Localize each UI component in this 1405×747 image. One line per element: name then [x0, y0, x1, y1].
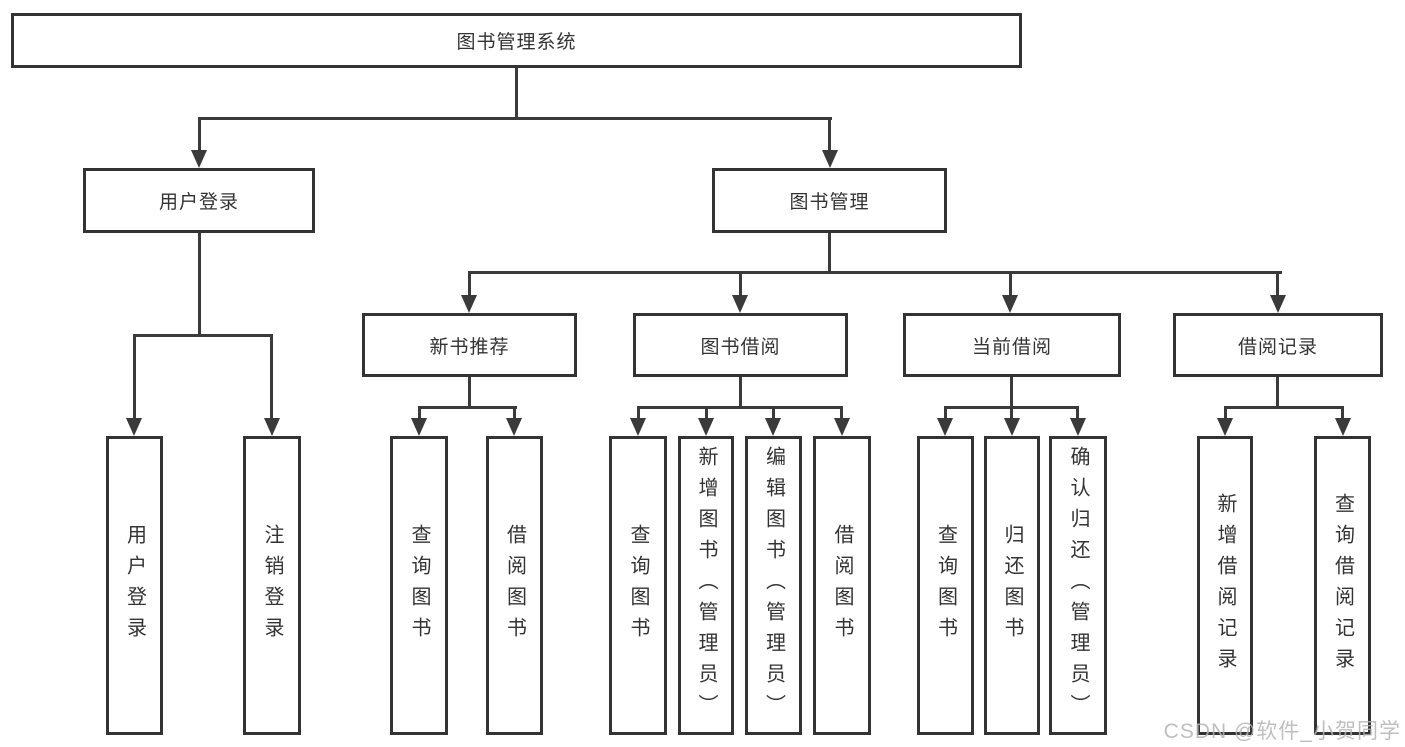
connector-line	[270, 334, 273, 420]
node-borrowing-records: 借阅记录	[1173, 313, 1383, 377]
node-book-borrowing: 图书借阅	[633, 313, 848, 377]
connector-line	[133, 334, 136, 420]
leaf-records-add-record: 新增借阅记录	[1197, 436, 1253, 735]
node-current-borrowing: 当前借阅	[903, 313, 1121, 377]
node-root: 图书管理系统	[11, 13, 1022, 68]
arrow-down-icon	[822, 150, 838, 168]
arrow-down-icon	[937, 418, 953, 436]
connector-line	[1009, 271, 1012, 298]
connector-line	[772, 406, 775, 420]
leaf-rec-borrow-books-label: 借阅图书	[503, 523, 526, 648]
connector-line	[133, 334, 273, 337]
arrow-down-icon	[411, 418, 427, 436]
arrow-down-icon	[630, 418, 646, 436]
connector-line	[513, 406, 516, 420]
connector-line	[468, 271, 471, 298]
arrow-down-icon	[506, 418, 522, 436]
connector-line	[828, 117, 831, 153]
leaf-current-confirm-return-admin-label: 确认归还（管理员）	[1067, 446, 1089, 725]
connector-line	[198, 233, 201, 337]
connector-line	[468, 271, 1282, 274]
connector-line	[418, 406, 517, 409]
node-user-login-label: 用户登录	[158, 192, 239, 213]
connector-line	[1341, 406, 1344, 420]
node-user-login: 用户登录	[83, 168, 315, 233]
csdn-watermark: CSDN @软件_小贺同学	[1163, 720, 1401, 743]
leaf-borrow-borrow-books-label: 借阅图书	[831, 523, 853, 648]
arrow-down-icon	[765, 418, 781, 436]
leaf-records-query-record-label: 查询借阅记录	[1331, 492, 1354, 679]
leaf-borrow-edit-books-admin: 编辑图书（管理员）	[745, 436, 802, 735]
connector-line	[739, 271, 742, 298]
arrow-down-icon	[1002, 295, 1018, 313]
leaf-logout: 注销登录	[243, 436, 301, 735]
leaf-records-query-record: 查询借阅记录	[1314, 436, 1371, 735]
connector-line	[1276, 271, 1279, 298]
leaf-borrow-edit-books-admin-label: 编辑图书（管理员）	[762, 446, 785, 725]
leaf-rec-query-books-label: 查询图书	[408, 523, 430, 648]
connector-line	[198, 117, 201, 153]
connector-line	[1010, 377, 1013, 408]
arrow-down-icon	[1217, 418, 1233, 436]
arrow-down-icon	[1004, 418, 1020, 436]
leaf-current-return-books: 归还图书	[984, 436, 1040, 735]
connector-line	[468, 377, 471, 408]
arrow-down-icon	[1335, 418, 1351, 436]
leaf-borrow-add-books-admin-label: 新增图书（管理员）	[695, 446, 717, 725]
node-new-book-recommend-label: 新书推荐	[429, 336, 510, 358]
node-root-label: 图书管理系统	[456, 32, 577, 53]
connector-line	[828, 233, 831, 273]
arrow-down-icon	[191, 150, 207, 168]
connector-line	[705, 406, 708, 420]
connector-line	[739, 377, 742, 408]
arrow-down-icon	[834, 418, 850, 436]
node-book-management: 图书管理	[712, 168, 947, 233]
connector-line	[418, 406, 421, 420]
connector-line	[840, 406, 843, 420]
leaf-borrow-borrow-books: 借阅图书	[813, 436, 871, 735]
connector-line	[515, 68, 518, 120]
arrow-down-icon	[698, 418, 714, 436]
connector-line	[1224, 406, 1344, 409]
leaf-borrow-query-books-label: 查询图书	[627, 523, 649, 648]
connector-line	[1076, 406, 1079, 420]
connector-line	[198, 117, 832, 120]
leaf-borrow-query-books: 查询图书	[609, 436, 667, 735]
arrow-down-icon	[461, 295, 477, 313]
leaf-user-login: 用户登录	[106, 436, 163, 735]
node-new-book-recommend: 新书推荐	[362, 313, 577, 377]
arrow-down-icon	[732, 295, 748, 313]
connector-line	[944, 406, 947, 420]
connector-line	[1276, 377, 1279, 408]
arrow-down-icon	[126, 418, 142, 436]
node-book-management-label: 图书管理	[789, 192, 870, 213]
leaf-rec-query-books: 查询图书	[390, 436, 448, 735]
arrow-down-icon	[1270, 295, 1286, 313]
connector-line	[1224, 406, 1227, 420]
leaf-current-query-books: 查询图书	[917, 436, 974, 735]
leaf-current-confirm-return-admin: 确认归还（管理员）	[1049, 436, 1107, 735]
arrow-down-icon	[264, 418, 280, 436]
leaf-current-query-books-label: 查询图书	[934, 523, 957, 648]
leaf-borrow-add-books-admin: 新增图书（管理员）	[678, 436, 734, 735]
node-current-borrowing-label: 当前借阅	[971, 336, 1052, 358]
arrow-down-icon	[1070, 418, 1086, 436]
leaf-records-add-record-label: 新增借阅记录	[1214, 492, 1236, 679]
connector-line	[637, 406, 640, 420]
leaf-logout-label: 注销登录	[261, 523, 283, 648]
leaf-current-return-books-label: 归还图书	[1001, 523, 1023, 648]
node-borrowing-records-label: 借阅记录	[1237, 336, 1318, 358]
leaf-rec-borrow-books: 借阅图书	[486, 436, 543, 735]
leaf-user-login-label: 用户登录	[123, 523, 146, 648]
node-book-borrowing-label: 图书借阅	[700, 336, 781, 358]
connector-line	[1010, 406, 1013, 420]
connector-line	[637, 406, 843, 409]
